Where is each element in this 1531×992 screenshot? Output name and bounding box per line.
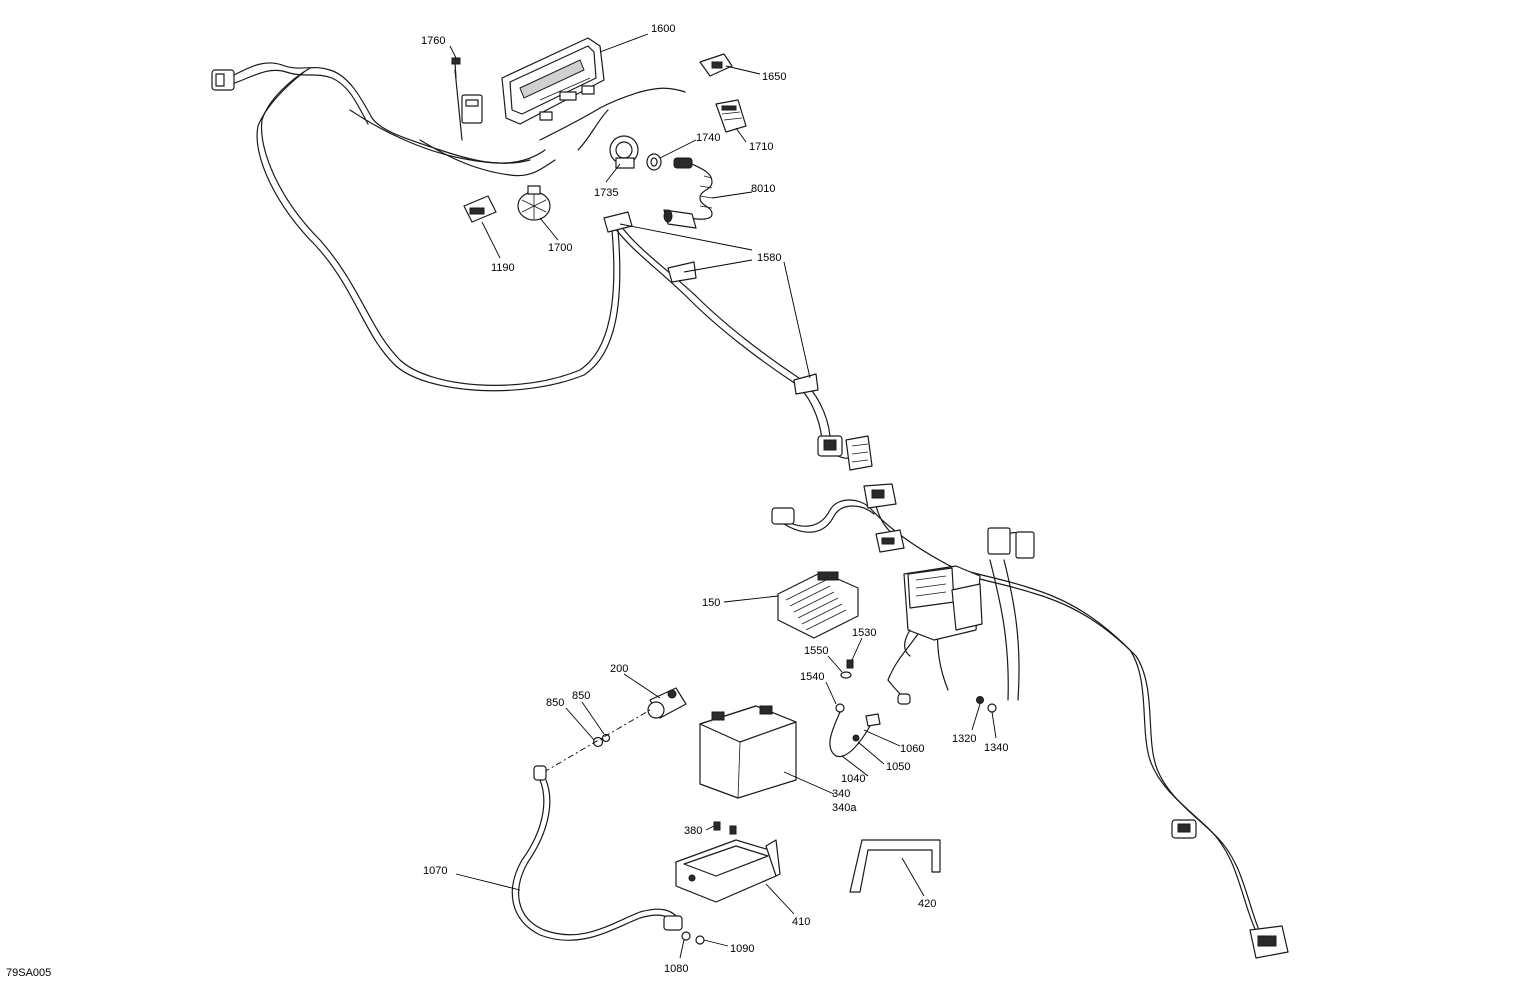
screw-1760 bbox=[451, 57, 461, 79]
nut-850-a bbox=[592, 736, 604, 748]
figure-reference: 79SA005 bbox=[6, 967, 51, 979]
screws-380 bbox=[713, 821, 737, 835]
callout-200: 200 bbox=[610, 663, 628, 675]
callout-1735: 1735 bbox=[594, 187, 618, 199]
fuse-box bbox=[903, 565, 983, 641]
screw-1530 bbox=[846, 659, 854, 669]
callout-420: 420 bbox=[918, 898, 936, 910]
callout-850-b: 850 bbox=[572, 690, 590, 702]
battery-tray-410 bbox=[675, 839, 781, 903]
upper-harness bbox=[227, 62, 686, 392]
callout-410: 410 bbox=[792, 916, 810, 928]
cable-eyelet bbox=[887, 629, 911, 705]
callout-340a: 340a bbox=[832, 802, 857, 814]
callout-1190: 1190 bbox=[491, 262, 515, 274]
callout-1090: 1090 bbox=[730, 943, 754, 955]
connector-1710 bbox=[715, 99, 747, 133]
callout-1700: 1700 bbox=[548, 242, 572, 254]
callout-1650: 1650 bbox=[762, 71, 786, 83]
callout-380: 380 bbox=[684, 825, 702, 837]
callout-1040: 1040 bbox=[841, 773, 865, 785]
callout-1060: 1060 bbox=[900, 743, 924, 755]
lower-connectors bbox=[771, 483, 1289, 959]
connector-1190 bbox=[463, 195, 497, 223]
callout-labels: 1760 1600 1650 1710 1740 8010 1735 1700 … bbox=[421, 23, 1008, 975]
battery-cable-1070 bbox=[511, 765, 683, 941]
connector-1650 bbox=[699, 53, 733, 77]
callout-1320: 1320 bbox=[952, 733, 976, 745]
component-1700 bbox=[517, 185, 551, 221]
screw-1320 bbox=[976, 696, 984, 704]
callout-1050: 1050 bbox=[886, 761, 910, 773]
callout-1550: 1550 bbox=[804, 645, 828, 657]
solenoid-200 bbox=[647, 687, 687, 719]
callout-8010: 8010 bbox=[751, 183, 775, 195]
harness-clips-1580 bbox=[603, 211, 819, 395]
ring-1740 bbox=[646, 153, 662, 171]
battery-340 bbox=[699, 705, 797, 799]
callout-1530: 1530 bbox=[852, 627, 876, 639]
callout-1070: 1070 bbox=[423, 865, 447, 877]
washer-1550 bbox=[840, 671, 852, 679]
leader-lines bbox=[449, 33, 997, 959]
nut-1090 bbox=[695, 935, 705, 945]
callout-1580: 1580 bbox=[757, 252, 781, 264]
gauge-cluster-1600 bbox=[501, 37, 605, 125]
mid-connectors bbox=[817, 435, 873, 471]
callout-1340: 1340 bbox=[984, 742, 1008, 754]
mid-harness bbox=[611, 221, 853, 459]
callout-850-a: 850 bbox=[546, 697, 564, 709]
left-plug-connector bbox=[211, 69, 235, 91]
callout-1540: 1540 bbox=[800, 671, 824, 683]
nut-1080 bbox=[681, 931, 691, 941]
callout-1710: 1710 bbox=[749, 141, 773, 153]
callout-1740: 1740 bbox=[696, 132, 720, 144]
nut-1340 bbox=[987, 703, 997, 713]
switch-1735 bbox=[609, 135, 639, 169]
coiled-cable-8010 bbox=[663, 157, 713, 229]
callout-1760: 1760 bbox=[421, 35, 445, 47]
regulator-150 bbox=[777, 571, 859, 639]
callout-1080: 1080 bbox=[664, 963, 688, 975]
ground-strap-1040 bbox=[829, 703, 881, 758]
callout-340: 340 bbox=[832, 788, 850, 800]
harness-relay bbox=[461, 94, 483, 124]
assembly-line bbox=[543, 709, 651, 773]
callout-1600: 1600 bbox=[651, 23, 675, 35]
battery-strap-420 bbox=[849, 839, 941, 893]
callout-150: 150 bbox=[702, 597, 720, 609]
